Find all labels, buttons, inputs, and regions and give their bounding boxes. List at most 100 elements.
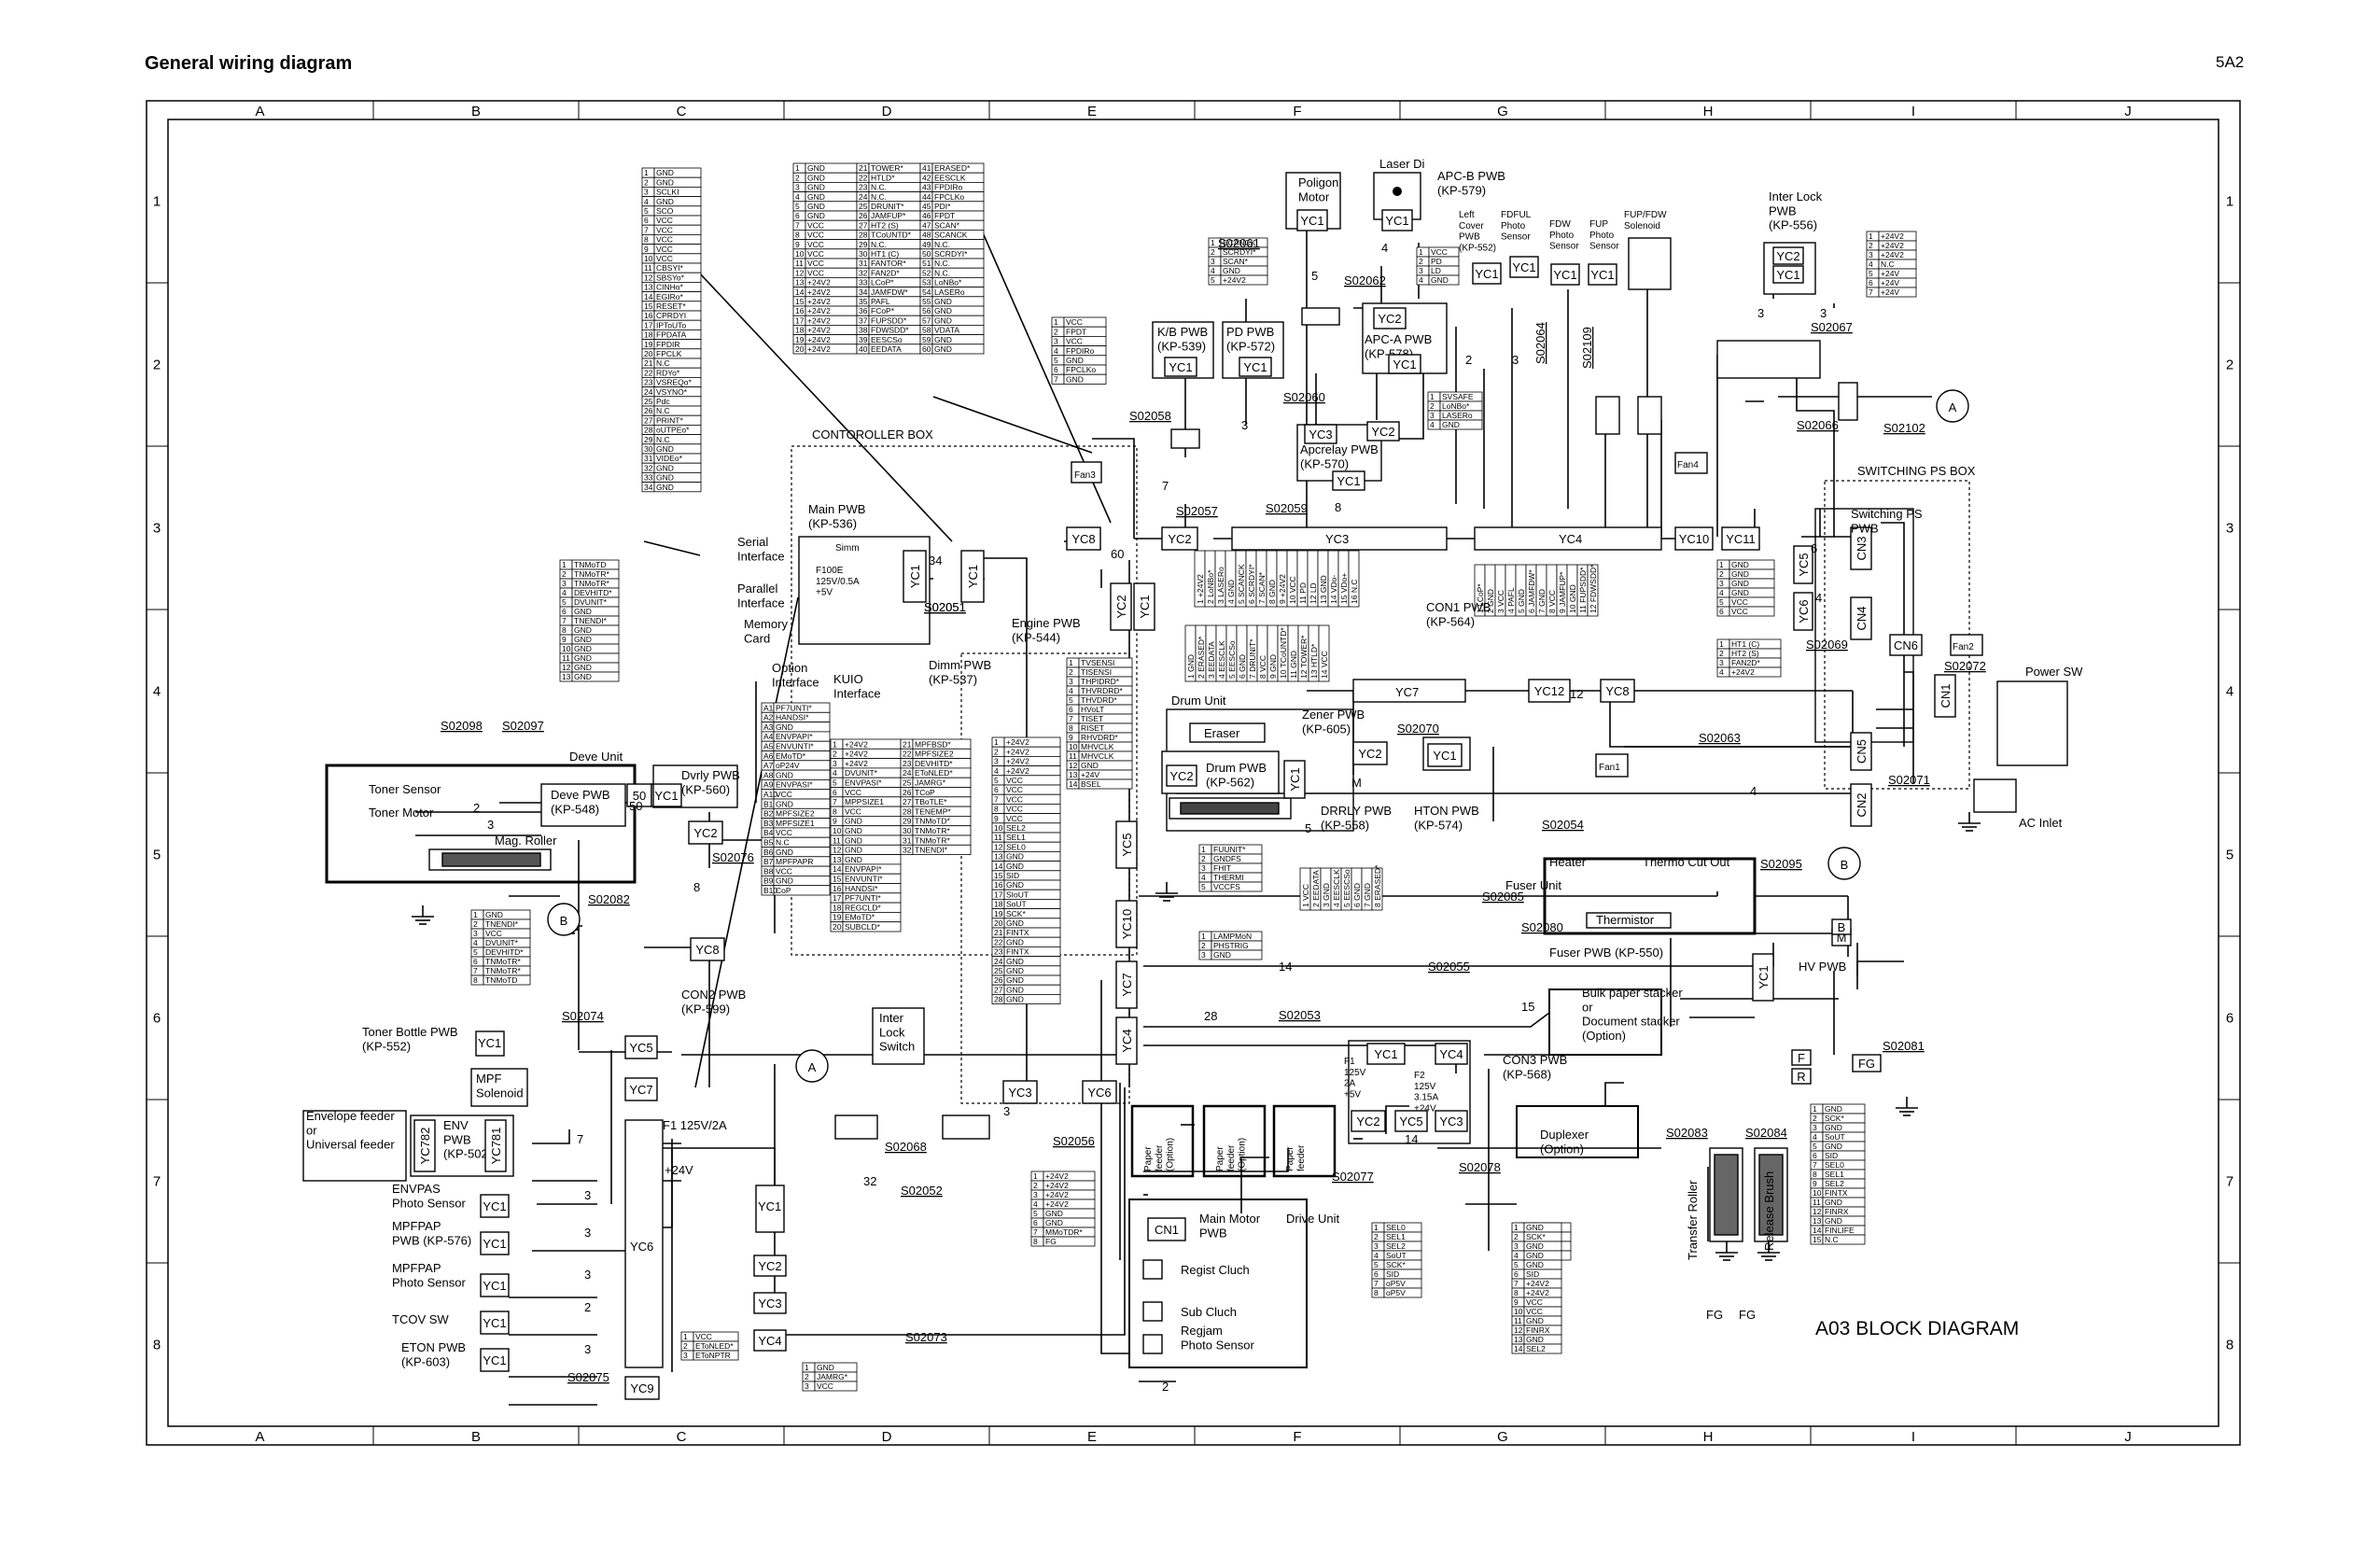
pin-signal: VCC — [807, 240, 824, 249]
grid-row-right: 5 — [2226, 848, 2233, 863]
thermo-label: Thermo Cut Out — [1643, 855, 1730, 869]
deve-pwb-label: Deve PWB(KP-548) — [551, 788, 610, 816]
pin-signal: +24V2 — [807, 335, 831, 344]
pin-number: 2 — [1054, 327, 1058, 336]
pin-number: 1 — [1374, 1223, 1379, 1232]
switching-yc5-label: YC5 — [1797, 553, 1811, 576]
pin-signal: +24V — [1081, 770, 1099, 779]
pin-number: 7 — [1033, 1227, 1038, 1237]
pin-number: 21 — [859, 163, 868, 173]
pin-signal: 8 GND — [1267, 580, 1277, 604]
grid-column-bottom: H — [1703, 1429, 1714, 1445]
signal-id: S02056 — [1053, 1134, 1095, 1148]
pin-number: 7 — [1054, 374, 1058, 384]
pin-signal: GND — [1006, 995, 1024, 1004]
pin-number: 21 — [994, 928, 1003, 937]
pin-number: 1 — [1033, 1171, 1038, 1181]
pin-signal: SEL1 — [1006, 833, 1026, 842]
pin-number: 12 — [644, 273, 653, 282]
drive-cn1 — [1147, 1217, 1186, 1241]
pin-number: 6 — [795, 211, 800, 220]
pin-signal: +24V2 — [1526, 1279, 1549, 1288]
pin-signal: N.C. — [934, 259, 950, 268]
pin-signal: DVUNIT* — [845, 768, 878, 778]
pin-signal: GND — [1442, 420, 1460, 429]
fg-label-1: FG — [1706, 1308, 1723, 1322]
pin-number: 10 — [1813, 1188, 1822, 1198]
pin-signal: GND — [845, 826, 862, 835]
grid-column-top: E — [1087, 104, 1097, 119]
pin-number: 7 — [473, 966, 478, 975]
pin-signal: TCoP — [915, 788, 935, 797]
pin-signal: 10 VCC — [1288, 576, 1297, 604]
engine-yc10 — [1115, 900, 1138, 948]
pin-number: 7 — [1514, 1279, 1519, 1288]
wire — [1604, 1082, 1624, 1106]
ac-inlet — [1973, 778, 2017, 813]
pin-number: 8 — [833, 806, 837, 816]
fuser-unit-label: Fuser Unit — [1505, 878, 1561, 892]
pin-number: 2 — [1374, 1232, 1379, 1241]
pin-signal: GND — [776, 770, 793, 779]
pin-signal: VCC — [1006, 794, 1023, 804]
engine-yc8 — [1066, 526, 1101, 551]
pin-number: 1 — [1719, 560, 1724, 569]
pin-number: 4 — [1069, 686, 1073, 695]
signal-id: S02109 — [1580, 327, 1594, 369]
drum-unit-label: Drum Unit — [1171, 694, 1226, 708]
dvrly-board — [652, 764, 738, 808]
con1-yc7-label: YC7 — [1395, 685, 1419, 699]
lower-yc4-label: YC4 — [758, 1334, 781, 1348]
pin-number: 7 — [1869, 287, 1873, 297]
pin-number: 12 — [994, 842, 1003, 851]
pin-number: 36 — [859, 306, 868, 315]
pin-number: 2 — [833, 750, 837, 759]
pin-number: 11 — [562, 653, 570, 663]
pin-signal: SIoUT — [1006, 890, 1029, 899]
fuser-unit — [1543, 857, 1757, 935]
pin-number: 42 — [922, 173, 931, 182]
pin-signal: GND — [656, 483, 674, 492]
pin-signal: FINRX — [1526, 1325, 1550, 1335]
kb-yc1 — [1164, 357, 1197, 377]
off-page-connector — [1936, 389, 1969, 423]
pin-number: 17 — [644, 320, 653, 329]
toner-bottle-yc1 — [475, 1030, 505, 1057]
grid-row-right: 2 — [2226, 357, 2233, 373]
grid-row-left: 7 — [153, 1174, 161, 1190]
pin-signal: +24V2 — [1881, 231, 1904, 241]
env-yc781 — [484, 1119, 507, 1172]
pin-signal: GND — [1526, 1260, 1544, 1269]
dvrly-label: Dvrly PWB(KP-560) — [681, 768, 740, 796]
pin-cell — [1371, 867, 1383, 911]
pd-yc1-label: YC1 — [1243, 360, 1267, 374]
laser-yc1 — [1381, 209, 1413, 231]
engine-yc3-label: YC3 — [1008, 1086, 1031, 1100]
pin-number: 4 — [1719, 667, 1724, 677]
pin-number: 7 — [795, 220, 800, 230]
hv-r-label: R — [1797, 1070, 1805, 1084]
pin-signal: 8 VCC — [1258, 655, 1267, 679]
pin-number: 7 — [994, 794, 999, 804]
wire-count: 3 — [584, 1188, 591, 1202]
wire — [1143, 1012, 1550, 1028]
pin-signal-cell — [1383, 1287, 1422, 1298]
pin-number: 8 — [1033, 1237, 1038, 1246]
pin-signal: TNMoTR* — [485, 966, 521, 975]
grid-column-bottom: D — [882, 1429, 892, 1445]
con2-yc9-label: YC9 — [630, 1381, 653, 1395]
pin-signal: +24V2 — [1223, 275, 1246, 285]
pin-number: 11 — [1813, 1198, 1821, 1207]
pin-signal: FPCLKo — [1066, 365, 1096, 374]
pin-signal: HANDSI* — [845, 884, 878, 893]
heater-label: Heater — [1549, 855, 1587, 869]
engine-yc4 — [1115, 1016, 1138, 1065]
signal-id: S02051 — [924, 600, 966, 614]
signal-id: S02062 — [1344, 273, 1386, 287]
hton-yc1-label: YC1 — [1433, 749, 1456, 763]
engine-yc1-label: YC1 — [966, 565, 980, 588]
pin-number: 15 — [994, 871, 1003, 880]
pin-signal: PF7UNTI* — [845, 893, 881, 903]
ferrite-1 — [1170, 428, 1200, 449]
